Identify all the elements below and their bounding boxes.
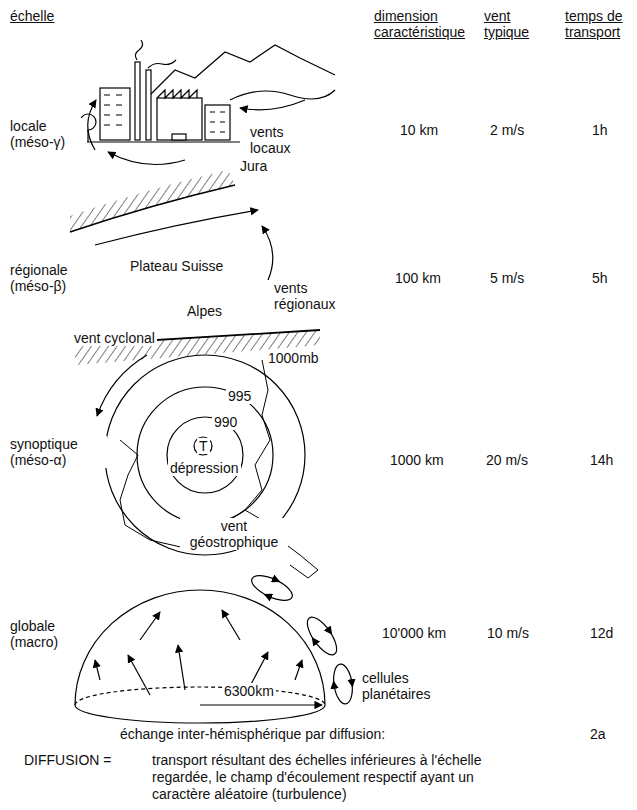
drawing-path: [75, 705, 325, 723]
place-name: Jura: [238, 158, 269, 174]
transport-time: 12d: [588, 625, 615, 641]
wind-label: vent cyclonal: [72, 330, 157, 346]
drawing-path: [75, 590, 325, 705]
drawing-path: [97, 355, 147, 416]
drawing-path: [70, 170, 235, 232]
wind-speed: 10 m/s: [485, 625, 531, 641]
drawing-path: [104, 95, 122, 125]
transport-time: 5h: [590, 270, 610, 286]
scale-name: synoptique (méso-α): [8, 436, 107, 468]
drawing-path: [262, 226, 273, 280]
radius-label: 6300km: [222, 683, 276, 699]
drawing-rect: [100, 88, 130, 140]
column-heading: temps de transport: [563, 8, 633, 40]
drawing-path: [148, 60, 176, 68]
drawing-path: [95, 210, 258, 245]
drawing-path: [128, 655, 150, 695]
drawing-circle: [105, 355, 305, 555]
isobar-label: 990: [212, 414, 239, 430]
depression-illustration: [97, 355, 318, 578]
drawing-path: [230, 90, 335, 100]
drawing-path: [178, 645, 185, 690]
drawing-ellipse: [331, 663, 354, 705]
drawing-path: [135, 40, 142, 60]
hemisphere-illustration: [75, 571, 355, 723]
drawing-path: [222, 610, 240, 640]
drawing-rect: [172, 134, 186, 140]
column-heading: vent typique: [482, 8, 544, 40]
exchange-note: échange inter-hémisphérique par diffusio…: [118, 726, 387, 742]
drawing-path: [245, 360, 270, 510]
drawing-rect: [157, 98, 202, 140]
drawing-path: [70, 185, 235, 232]
drawing-g: [331, 663, 354, 705]
definition-term: DIFFUSION =: [22, 752, 114, 768]
low-pressure-symbol: T: [197, 438, 210, 454]
dimension-value: 10'000 km: [380, 625, 448, 641]
dimension-value: 1000 km: [388, 452, 446, 468]
wind-label: vent géostrophique: [180, 518, 288, 550]
drawing-path: [108, 152, 185, 165]
drawing-path: [272, 578, 279, 581]
drawing-ellipse: [302, 613, 342, 659]
wind-label: vents régionaux: [272, 280, 348, 312]
drawing-path: [88, 100, 96, 150]
city-illustration: [80, 40, 335, 165]
drawing-path: [140, 612, 160, 640]
drawing-path: [210, 112, 225, 132]
drawing-path: [80, 141, 240, 142]
drawing-rect: [135, 62, 140, 140]
transport-time: 14h: [588, 452, 615, 468]
isobar-label: 995: [226, 388, 253, 404]
wind-label: vents locaux: [248, 124, 314, 156]
drawing-g: [302, 613, 342, 659]
column-heading: échelle: [8, 8, 56, 24]
dimension-value: 100 km: [393, 270, 443, 286]
wind-speed: 2 m/s: [488, 122, 526, 138]
pressure-label: dépression: [168, 460, 241, 476]
swiss-plateau-illustration: [70, 170, 320, 365]
drawing-path: [312, 638, 317, 645]
column-heading: dimension caractéristique: [372, 8, 484, 40]
scale-name: locale (méso-γ): [8, 118, 87, 150]
drawing-circle: [194, 437, 212, 455]
scale-name: globale (macro): [8, 618, 87, 650]
drawing-path: [200, 704, 322, 705]
isobar-label: 1000mb: [266, 350, 321, 366]
wind-speed: 20 m/s: [484, 452, 530, 468]
drawing-path: [327, 628, 332, 635]
drawing-rect: [205, 105, 230, 140]
drawing-path: [150, 45, 335, 95]
dimension-value: 10 km: [398, 122, 440, 138]
cell-label: cellules planétaires: [360, 670, 449, 702]
drawing-path: [334, 681, 335, 689]
drawing-path: [75, 687, 325, 705]
drawing-path: [157, 90, 197, 98]
drawing-path: [240, 100, 305, 110]
scale-name: régionale (méso-β): [8, 262, 104, 294]
exchange-time: 2a: [588, 726, 608, 742]
wind-speed: 5 m/s: [488, 270, 526, 286]
drawing-path: [295, 660, 302, 680]
drawing-ellipse: [248, 571, 295, 606]
place-name: Alpes: [185, 303, 224, 319]
transport-time: 1h: [590, 122, 610, 138]
drawing-circle: [137, 387, 273, 523]
drawing-path: [265, 594, 272, 597]
definition-text: transport résultant des échelles inférie…: [150, 752, 499, 803]
place-name: Plateau Suisse: [128, 258, 225, 274]
drawing-g: [248, 571, 295, 606]
drawing-rect: [146, 70, 151, 140]
drawing-path: [95, 660, 100, 680]
drawing-path: [351, 679, 352, 687]
